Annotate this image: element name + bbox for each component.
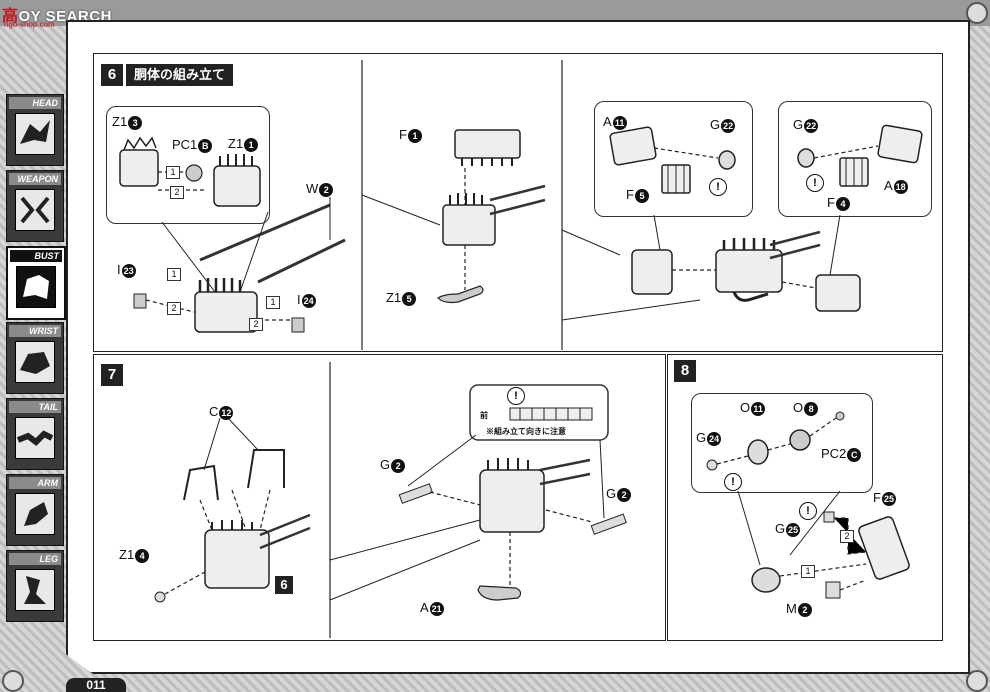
order-box: 1 [266,296,280,309]
caution-icon: ! [507,387,525,405]
tab-leg[interactable]: LEG [6,550,64,622]
step6-number: 6 [101,64,123,86]
order-box: 2 [840,530,854,543]
bust-part-icon [16,266,56,308]
tab-wrist[interactable]: WRIST [6,322,64,394]
order-box: 2 [249,318,263,331]
head-part-icon [15,113,55,155]
watermark-url: ngo-shop.com [4,20,55,29]
corner-bolt-icon [966,670,988,692]
tab-weapon[interactable]: WEAPON [6,170,64,242]
step8-callout [691,393,873,493]
step8-number: 8 [674,360,696,382]
order-box: 2 [170,186,184,199]
tab-tail[interactable]: TAIL [6,398,64,470]
page-number: 011 [66,678,126,692]
step7-number: 7 [101,364,123,386]
tab-arm[interactable]: ARM [6,474,64,546]
caution-icon: ! [799,502,817,520]
step6-title: 胴体の組み立て [126,64,234,86]
tail-part-icon [15,417,55,459]
tab-head[interactable]: HEAD [6,94,64,166]
leg-part-icon [15,569,55,611]
order-box: 1 [166,166,180,179]
caution-icon: ! [806,174,824,192]
corner-bolt-icon [2,670,24,692]
front-direction-label: 前 [480,411,488,420]
orientation-note: ※組み立て向きに注意 [486,427,566,436]
caution-icon: ! [724,473,742,491]
order-box: 1 [801,565,815,578]
order-box: 2 [167,302,181,315]
caution-icon: ! [709,178,727,196]
corner-bolt-icon [966,2,988,24]
weapon-part-icon [15,189,55,231]
order-box: 1 [167,268,181,281]
wrist-part-icon [15,341,55,383]
tab-bust[interactable]: BUST [6,246,66,320]
ref-step6-badge: 6 [275,576,293,594]
arm-part-icon [15,493,55,535]
